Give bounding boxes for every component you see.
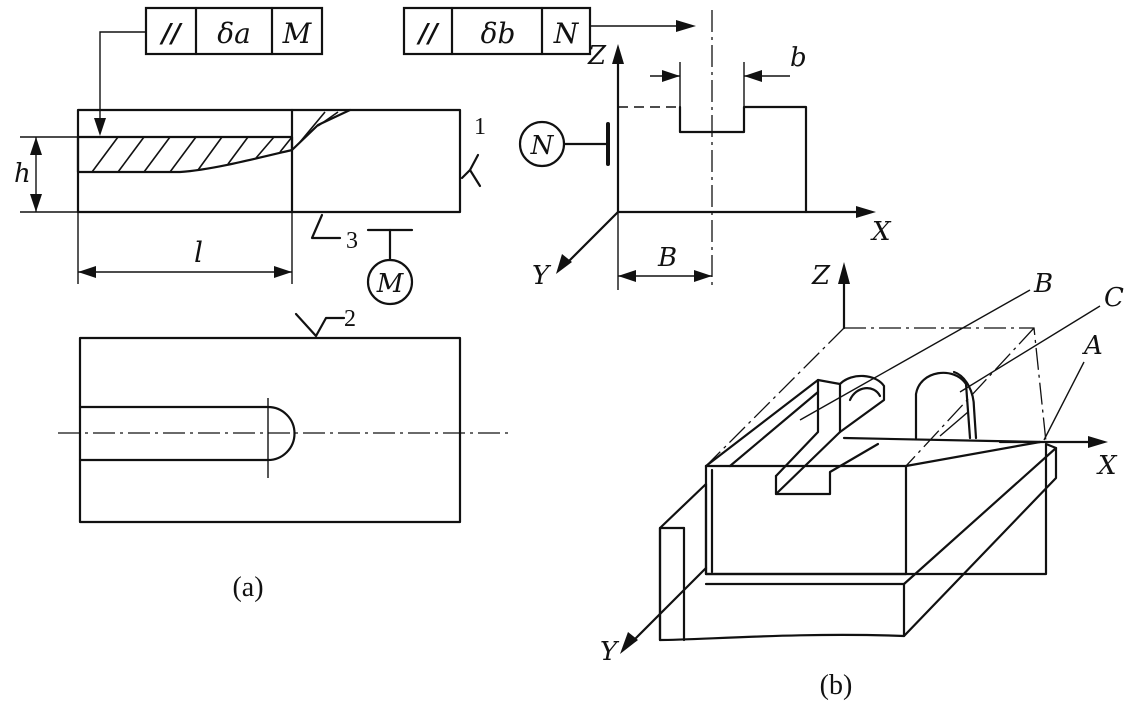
surface-mark-2: 2 — [344, 306, 356, 332]
axis-z-label: Z — [587, 41, 607, 71]
panel-a: // δa M — [14, 6, 508, 603]
leader-b — [590, 20, 696, 32]
dim-l-label: l — [194, 236, 203, 269]
point-c-label: C — [1104, 283, 1124, 313]
parallelism-symbol-b: // — [416, 19, 440, 49]
tolerance-frame-a: // δa M — [144, 6, 324, 56]
datum-letter-a: M — [282, 17, 313, 50]
datum-letter-b: N — [553, 17, 580, 50]
tolerance-value-b: δb — [481, 17, 516, 50]
panel-b-isometric: Z X Y — [600, 261, 1124, 701]
datum-m-label: M — [376, 269, 405, 299]
dimension-B: B — [617, 212, 712, 290]
axis-x-label: X — [870, 217, 892, 247]
iso-axis-z-label: Z — [811, 261, 831, 291]
dimension-b-small: b — [650, 43, 807, 82]
datum-n-symbol: N — [518, 120, 610, 168]
schematic-axes: Z X Y — [532, 41, 892, 291]
leader-a — [94, 31, 146, 136]
base-plate — [658, 442, 1058, 642]
point-a-label: A — [1082, 331, 1103, 361]
point-b-label: B — [1033, 269, 1053, 299]
tolerance-frame-b: // δb N — [402, 6, 592, 56]
parallelism-symbol-a: // — [159, 19, 183, 49]
front-view: 1 3 — [76, 108, 486, 254]
schematic-profile — [618, 10, 808, 290]
dim-b-label: b — [790, 43, 807, 73]
dim-B-label: B — [657, 243, 677, 273]
plan-view: 2 — [58, 306, 508, 524]
caption-b: (b) — [820, 670, 853, 701]
tolerance-value-a: δa — [217, 17, 251, 50]
iso-axis-x-label: X — [1096, 451, 1118, 481]
iso-axis-y-label: Y — [600, 637, 620, 667]
surface-mark-3: 3 — [346, 228, 358, 254]
dimension-h: h — [14, 136, 78, 213]
hatching — [91, 136, 293, 173]
point-leaders: B C A — [799, 269, 1124, 441]
dimension-l: l — [77, 212, 293, 284]
datum-n-label: N — [530, 131, 555, 161]
iso-axes: Z X Y — [600, 261, 1118, 667]
axis-y-label: Y — [532, 261, 552, 291]
surface-mark-1: 1 — [474, 114, 486, 140]
datum-m-symbol: M — [366, 228, 414, 306]
caption-a: (a) — [232, 572, 263, 603]
reference-box — [705, 327, 1047, 568]
panel-b-schematic: // δb N Z X Y — [402, 6, 892, 291]
dim-h-label: h — [14, 159, 31, 189]
slot-feature — [704, 370, 978, 496]
upper-block — [704, 436, 1042, 576]
